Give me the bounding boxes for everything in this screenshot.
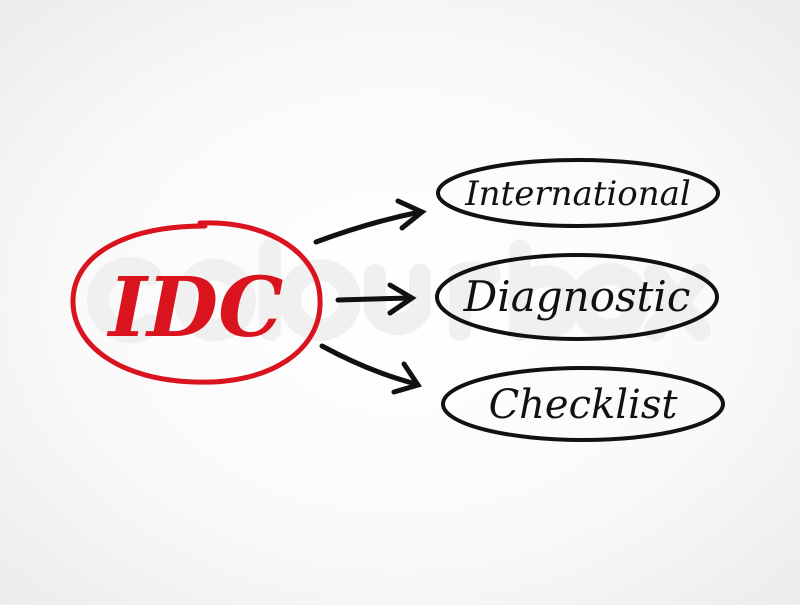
term-label: International [464, 174, 691, 214]
term-diagnostic: Diagnostic [435, 253, 719, 341]
term-oval [435, 253, 719, 341]
term-label: Diagnostic [463, 272, 691, 321]
acronym-node: IDC [70, 220, 323, 385]
arrow-diagnostic [335, 282, 417, 316]
arrow-checklist [319, 343, 422, 395]
term-oval [436, 158, 720, 228]
acronym-text: IDC [107, 260, 284, 356]
term-checklist: Checklist [441, 366, 725, 442]
term-label: Checklist [489, 382, 679, 428]
arrow-international [313, 198, 427, 245]
acronym-circle [70, 220, 323, 385]
term-oval [441, 366, 725, 442]
term-international: International [436, 158, 720, 228]
